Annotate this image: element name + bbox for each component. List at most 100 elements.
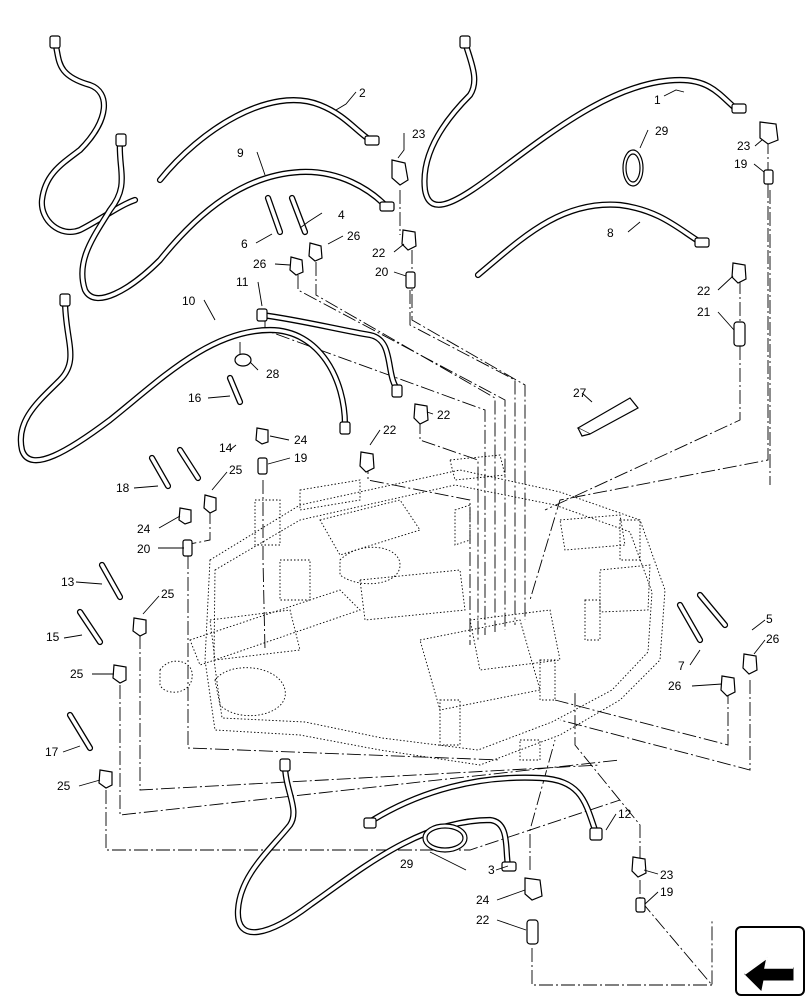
hose-1 xyxy=(421,38,739,208)
callout-14: 14 xyxy=(219,441,233,455)
callout-5: 5 xyxy=(766,612,773,626)
bracket-27 xyxy=(576,397,639,435)
fitting-end xyxy=(115,133,127,147)
adapter-fitting xyxy=(733,321,746,347)
adapter-fitting xyxy=(182,539,193,557)
callout-8: 8 xyxy=(607,226,614,240)
fitting-end xyxy=(49,35,61,49)
callout-7: 7 xyxy=(678,659,685,673)
adapter-fitting xyxy=(635,897,646,913)
callout-19: 19 xyxy=(660,885,674,899)
callout-2: 2 xyxy=(359,86,366,100)
callout-17: 16 xyxy=(188,391,202,405)
elbow-fitting xyxy=(720,675,736,697)
adapter-fitting xyxy=(526,919,539,945)
callout-22: 22 xyxy=(437,408,451,422)
elbow-fitting xyxy=(132,617,147,637)
hose-8 xyxy=(474,201,704,279)
fitting-end xyxy=(59,293,71,307)
elbow-fitting xyxy=(112,664,127,684)
callout-27: 27 xyxy=(573,386,587,400)
callout-12: 12 xyxy=(618,807,632,821)
elbow-fitting xyxy=(359,451,375,473)
callout-13: 13 xyxy=(61,575,75,589)
callout-21: 21 xyxy=(697,305,711,319)
elbow-fitting xyxy=(731,262,747,284)
adapter-fitting xyxy=(257,457,268,475)
fitting-end xyxy=(256,308,268,322)
callout-6: 6 xyxy=(241,237,248,251)
fitting-end xyxy=(363,817,377,829)
callout-29: 29 xyxy=(655,124,669,138)
elbow-fitting xyxy=(98,769,113,789)
callout-26: 26 xyxy=(347,229,361,243)
adapter-fitting xyxy=(405,271,416,289)
hose-12 xyxy=(364,774,599,834)
adapter-fitting xyxy=(763,169,774,185)
elbow-fitting xyxy=(255,427,269,445)
fitting-end xyxy=(364,135,380,146)
elbow-fitting xyxy=(391,159,409,186)
hose-2 xyxy=(38,38,374,235)
callout-21: 22 xyxy=(476,913,490,927)
arrow-nav-icon xyxy=(744,956,794,992)
callout-leaders xyxy=(62,89,766,931)
fitting-end xyxy=(279,758,291,772)
callout-20: 20 xyxy=(375,265,389,279)
callout-25: 25 xyxy=(229,463,243,477)
fitting-end xyxy=(589,827,603,841)
callout-23: 23 xyxy=(737,139,751,153)
callout-24: 24 xyxy=(137,522,151,536)
callout-23: 23 xyxy=(412,127,426,141)
fittings xyxy=(49,35,779,945)
elbow-fitting xyxy=(742,653,758,675)
callout-10: 10 xyxy=(182,294,196,308)
callout-28: 28 xyxy=(266,367,280,381)
callout-26: 26 xyxy=(668,679,682,693)
callout-22: 22 xyxy=(372,246,386,260)
callout-16: 17 xyxy=(45,745,59,759)
hose-short-set xyxy=(66,194,729,752)
hose-11 xyxy=(258,311,402,394)
callout-22: 23 xyxy=(660,868,674,882)
callout-25: 25 xyxy=(161,587,175,601)
callout-25: 25 xyxy=(70,667,84,681)
callout-20: 20 xyxy=(137,542,151,556)
callout-22: 22 xyxy=(383,423,397,437)
elbow-fitting xyxy=(178,507,192,525)
callout-24: 24 xyxy=(294,433,308,447)
elbow-fitting xyxy=(401,229,417,251)
fitting-end xyxy=(379,201,395,212)
hose-10 xyxy=(17,296,349,464)
upper-frame-assembly xyxy=(159,454,666,766)
elbow-fitting xyxy=(631,856,647,878)
callout-26: 26 xyxy=(253,257,267,271)
callout-19: 19 xyxy=(734,157,748,171)
navigation-arrow-button[interactable] xyxy=(735,926,805,996)
elbow-fitting xyxy=(413,403,429,425)
callout-26: 26 xyxy=(766,632,780,646)
elbow-fitting xyxy=(759,121,779,145)
callout-1: 1 xyxy=(654,93,661,107)
elbow-fitting xyxy=(524,877,543,901)
callout-9: 9 xyxy=(237,146,244,160)
fitting-end xyxy=(731,103,747,114)
callout-18: 18 xyxy=(116,481,130,495)
callout-29: 29 xyxy=(400,857,414,871)
callout-25: 25 xyxy=(57,779,71,793)
fitting-end xyxy=(391,384,403,398)
fitting-end xyxy=(694,237,710,248)
callout-11: 11 xyxy=(236,275,249,289)
fitting-end xyxy=(339,421,351,435)
callout-15: 15 xyxy=(46,630,60,644)
elbow-fitting xyxy=(308,242,323,262)
fitting-end xyxy=(459,35,471,49)
elbow-fitting xyxy=(289,256,304,276)
callout-labels: 2 1 23 23 9 29 19 8 4 6 26 26 22 20 22 2… xyxy=(45,86,780,927)
fitting-end xyxy=(501,861,517,872)
o-rings-and-brackets xyxy=(234,149,644,853)
o-ring-28 xyxy=(234,353,252,367)
callout-20: 19 xyxy=(294,451,308,465)
routing-leader-lines xyxy=(105,140,771,987)
